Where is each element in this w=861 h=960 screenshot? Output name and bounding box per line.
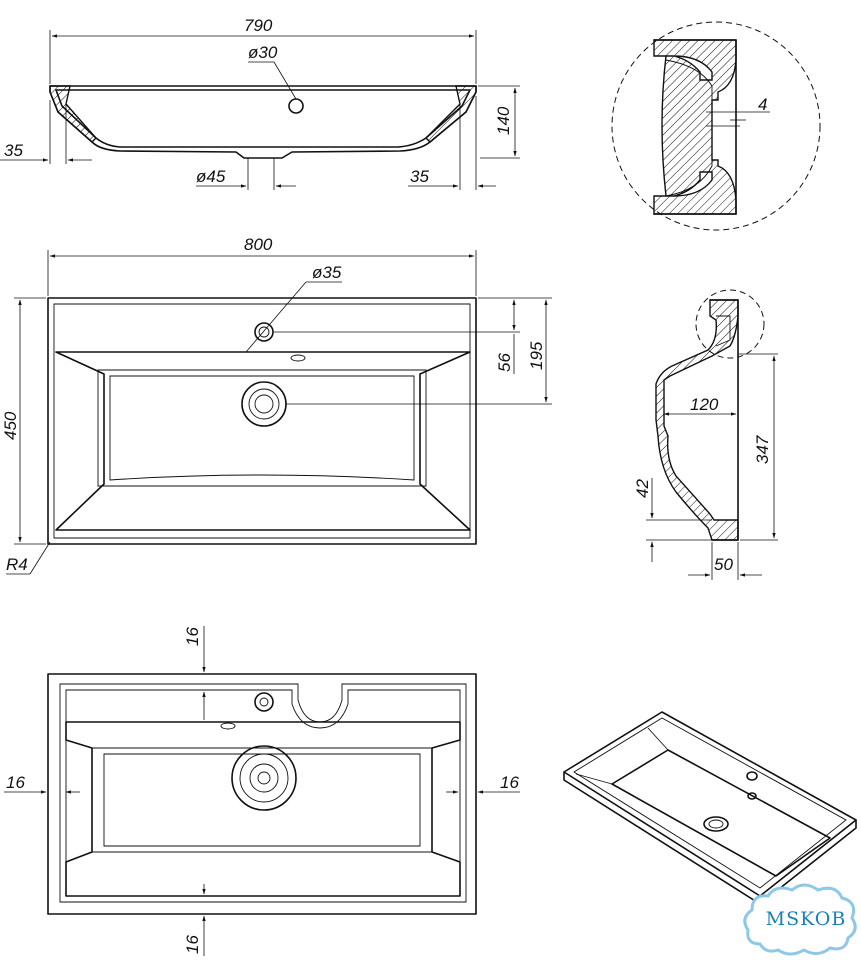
dim-bottom-right: 16 [500, 773, 519, 792]
bottom-plan-view [47, 673, 477, 915]
dim-bottom-bottom: 16 [183, 935, 202, 954]
dim-side-347: 347 [753, 435, 772, 464]
dim-top-height: 140 [494, 106, 513, 135]
side-section-view [655, 289, 765, 541]
dim-wall-thickness: 4 [758, 95, 767, 114]
dim-drain: ø45 [196, 167, 226, 186]
plan-view [47, 297, 477, 545]
dim-left-edge: 35 [4, 141, 23, 160]
front-section-view [49, 85, 477, 159]
dim-plan-hole: ø35 [312, 263, 342, 282]
front-dimensions: 790 ø30 140 35 35 ø45 [0, 16, 520, 190]
dim-top-width: 790 [244, 16, 273, 35]
dim-side-42: 42 [633, 479, 652, 498]
dim-top-hole: ø30 [248, 43, 278, 62]
dim-plan-depth: 450 [1, 411, 20, 440]
dim-right-edge: 35 [410, 167, 429, 186]
isometric-view [563, 711, 857, 905]
plan-dimensions: 800 ø35 450 56 195 R4 [1, 235, 552, 575]
bottom-dimensions: 16 16 16 16 [4, 626, 520, 956]
side-dimensions: 347 120 42 50 [633, 353, 778, 580]
logo-text: MSKOB [765, 908, 847, 930]
dim-bottom-left: 16 [6, 773, 25, 792]
dim-plan-56: 56 [495, 353, 514, 372]
dim-plan-radius: R4 [6, 555, 28, 574]
dim-plan-width: 800 [244, 235, 273, 254]
mskob-logo [743, 883, 857, 956]
dim-side-120: 120 [690, 395, 719, 414]
dim-side-50: 50 [714, 555, 733, 574]
detail-circle-view: 4 [611, 21, 821, 231]
dim-plan-195: 195 [527, 341, 546, 370]
dim-bottom-top: 16 [183, 627, 202, 646]
